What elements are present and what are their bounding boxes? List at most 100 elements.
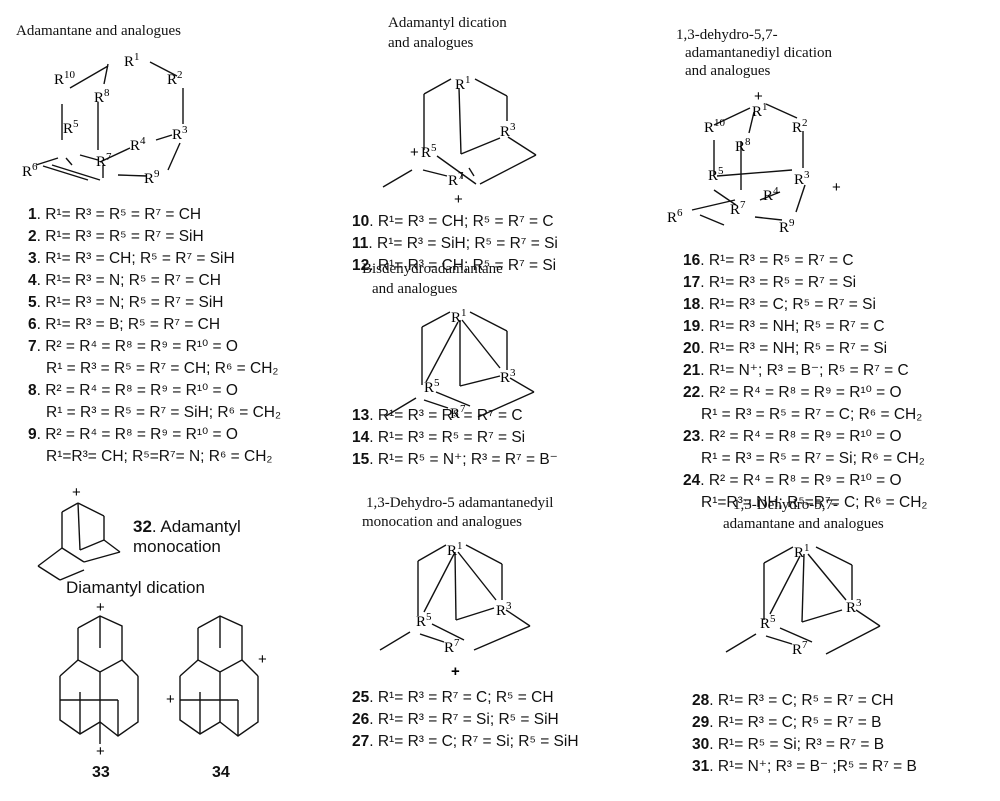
compound-formula: . R¹= R³ = B; R⁵ = R⁷ = CH: [36, 316, 221, 333]
heading-adamantane: Adamantane and analogues: [16, 23, 181, 39]
atom-R8: R8: [735, 136, 751, 155]
compound-number: 9: [28, 426, 37, 443]
compound-formula: . R¹= R³ = R⁷ = C; R⁵ = CH: [369, 689, 554, 706]
atom-R1: R1: [451, 307, 467, 326]
compound-number: 19: [683, 318, 701, 335]
compound-entry: 29. R¹= R³ = C; R⁵ = R⁷ = B: [692, 712, 917, 734]
structure-dehydro-adamantane: R1 R3 R5 R7: [725, 542, 881, 658]
compound-number: 3: [28, 250, 37, 267]
compound-entry: 27. R¹= R³ = C; R⁷ = Si; R⁵ = SiH: [352, 731, 579, 753]
compound-formula: . R¹= R³ = CH; R⁵ = R⁷ = C: [369, 213, 554, 230]
compound-formula: . R² = R⁴ = R⁸ = R⁹ = R¹⁰ = O: [36, 382, 238, 399]
heading-diamantyl-dication: Diamantyl dication: [66, 578, 205, 597]
compound-entry: 21. R¹= N⁺; R³ = B⁻; R⁵ = R⁷ = C: [683, 360, 927, 382]
compound-formula: . R¹= R³ = CH; R⁵ = R⁷ = Si: [369, 257, 557, 274]
compound-number: 21: [683, 362, 701, 379]
heading-adamantyl-dication-2: and analogues: [388, 35, 474, 51]
structure-diamantyl-33: + +: [59, 599, 139, 760]
compound-formula: . R¹= R³ = R⁵ = R⁷ = Si: [369, 429, 526, 446]
plus-charge: +: [72, 484, 81, 501]
plus-charge: +: [832, 179, 841, 196]
compound-entry: 20. R¹= R³ = NH; R⁵ = R⁷ = Si: [683, 338, 927, 360]
heading-dehydro-adamantane-2: adamantane and analogues: [723, 516, 884, 532]
structure-dehydro-monocation: R1 R3 R5 R7 +: [379, 540, 531, 680]
compound-formula: . R¹= R³ = C; R⁵ = R⁷ = CH: [709, 692, 894, 709]
compound-formula: . R¹= R³ = C; R⁵ = R⁷ = Si: [700, 296, 876, 313]
compound-formula: . R¹= R³ = R⁷ = Si; R⁵ = SiH: [369, 711, 559, 728]
atom-R7: R7: [444, 637, 460, 656]
atom-R5: R5: [424, 377, 440, 396]
atom-R1: R1: [447, 540, 463, 559]
compound-number-34: 34: [212, 764, 230, 781]
structure-adamantyl-monocation: +: [37, 484, 121, 581]
compound-number: 13: [352, 407, 370, 424]
compound-entry: 19. R¹= R³ = NH; R⁵ = R⁷ = C: [683, 316, 927, 338]
atom-R7: R7: [792, 639, 808, 658]
compound-formula: . R¹= R³ = C; R⁵ = R⁷ = B: [709, 714, 882, 731]
compound-entry: 5. R¹= R³ = N; R⁵ = R⁷ = SiH: [28, 292, 281, 314]
plus-charge: +: [166, 691, 175, 708]
compound-formula: . R¹= R³ = R⁵ = R⁷ = Si: [700, 274, 857, 291]
compound-formula: . R¹= N⁺; R³ = B⁻ ;R⁵ = R⁷ = B: [709, 758, 917, 775]
atom-R7: R7: [448, 170, 464, 189]
atom-R4: R4: [763, 185, 779, 204]
compound-entry: 4. R¹= R³ = N; R⁵ = R⁷ = CH: [28, 270, 281, 292]
compound-number: 18: [683, 296, 701, 313]
atom-R1: R1: [124, 51, 140, 70]
plus-charge: +: [754, 88, 763, 105]
compound-formula: . R¹= R³ = R⁵ = R⁷ = CH: [36, 206, 202, 223]
atom-R10: R10: [54, 69, 76, 88]
atom-R9: R9: [779, 217, 795, 236]
plus-charge: +: [258, 651, 267, 668]
compound-entry: 6. R¹= R³ = B; R⁵ = R⁷ = CH: [28, 314, 281, 336]
atom-R3: R3: [496, 600, 512, 619]
heading-dehydro-dication-2: adamantanediyl dication: [685, 45, 833, 61]
compound-entry: 1. R¹= R³ = R⁵ = R⁷ = CH: [28, 204, 281, 226]
compound-number: 12: [352, 257, 370, 274]
compound-formula: . R¹= N⁺; R³ = B⁻; R⁵ = R⁷ = C: [700, 362, 909, 379]
compound-number: 5: [28, 294, 37, 311]
compound-formula: . R² = R⁴ = R⁸ = R⁹ = R¹⁰ = O: [700, 472, 902, 489]
plus-charge: +: [96, 743, 105, 760]
compound-formula: . R¹= R³ = R⁵ = R⁷ = C: [700, 252, 854, 269]
heading-dehydro-monocation-2: monocation and analogues: [362, 514, 522, 530]
list-bisdehydroadamantane: 13. R¹= R³ = R⁵ = R⁷ = C 14. R¹= R³ = R⁵ …: [352, 405, 558, 471]
compound-entry: 14. R¹= R³ = R⁵ = R⁷ = Si: [352, 427, 558, 449]
compound-number: 27: [352, 733, 370, 750]
compound-formula: . R¹= R⁵ = Si; R³ = R⁷ = B: [709, 736, 885, 753]
compound-number: 17: [683, 274, 701, 291]
compound-formula: . R² = R⁴ = R⁸ = R⁹ = R¹⁰ = O: [700, 384, 902, 401]
compound-entry: 16. R¹= R³ = R⁵ = R⁷ = C: [683, 250, 927, 272]
compound-number: 10: [352, 213, 370, 230]
atom-R10: R10: [704, 117, 726, 136]
compound-formula: . R¹= R³ = R⁵ = R⁷ = C: [369, 407, 523, 424]
plus-charge: +: [410, 144, 419, 161]
compound-entry: 31. R¹= N⁺; R³ = B⁻ ;R⁵ = R⁷ = B: [692, 756, 917, 778]
compound-formula: . R¹= R⁵ = N⁺; R³ = R⁷ = B⁻: [369, 451, 558, 468]
atom-R7: R7: [450, 403, 466, 422]
heading-dehydro-dication-1: 1,3-dehydro-5,7-: [676, 27, 778, 43]
structure-dehydro-dication: + R1 R2 R3 + R4 R5 R6 R7 R8 R9 R10: [667, 88, 841, 236]
compound-entry: 2. R¹= R³ = R⁵ = R⁷ = SiH: [28, 226, 281, 248]
atom-R5: R5: [421, 142, 437, 161]
compound-number: 15: [352, 451, 370, 468]
atom-R8: R8: [94, 87, 110, 106]
compound-number: 2: [28, 228, 37, 245]
compound-entry: 30. R¹= R⁵ = Si; R³ = R⁷ = B: [692, 734, 917, 756]
caption-adamantyl-monocation: 32. Adamantyl monocation: [133, 517, 241, 557]
heading-adamantyl-dication-1: Adamantyl dication: [388, 15, 507, 31]
compound-number: 24: [683, 472, 701, 489]
heading-dehydro-dication-3: and analogues: [685, 63, 771, 79]
compound-entry: 11. R¹= R³ = SiH; R⁵ = R⁷ = Si: [352, 233, 558, 255]
atom-R5: R5: [416, 611, 432, 630]
atom-R7: R7: [730, 199, 746, 218]
compound-formula-continued: R¹ = R³ = R⁵ = R⁷ = CH; R⁶ = CH₂: [46, 360, 279, 377]
atom-R4: R4: [130, 135, 146, 154]
compound-number: 14: [352, 429, 370, 446]
